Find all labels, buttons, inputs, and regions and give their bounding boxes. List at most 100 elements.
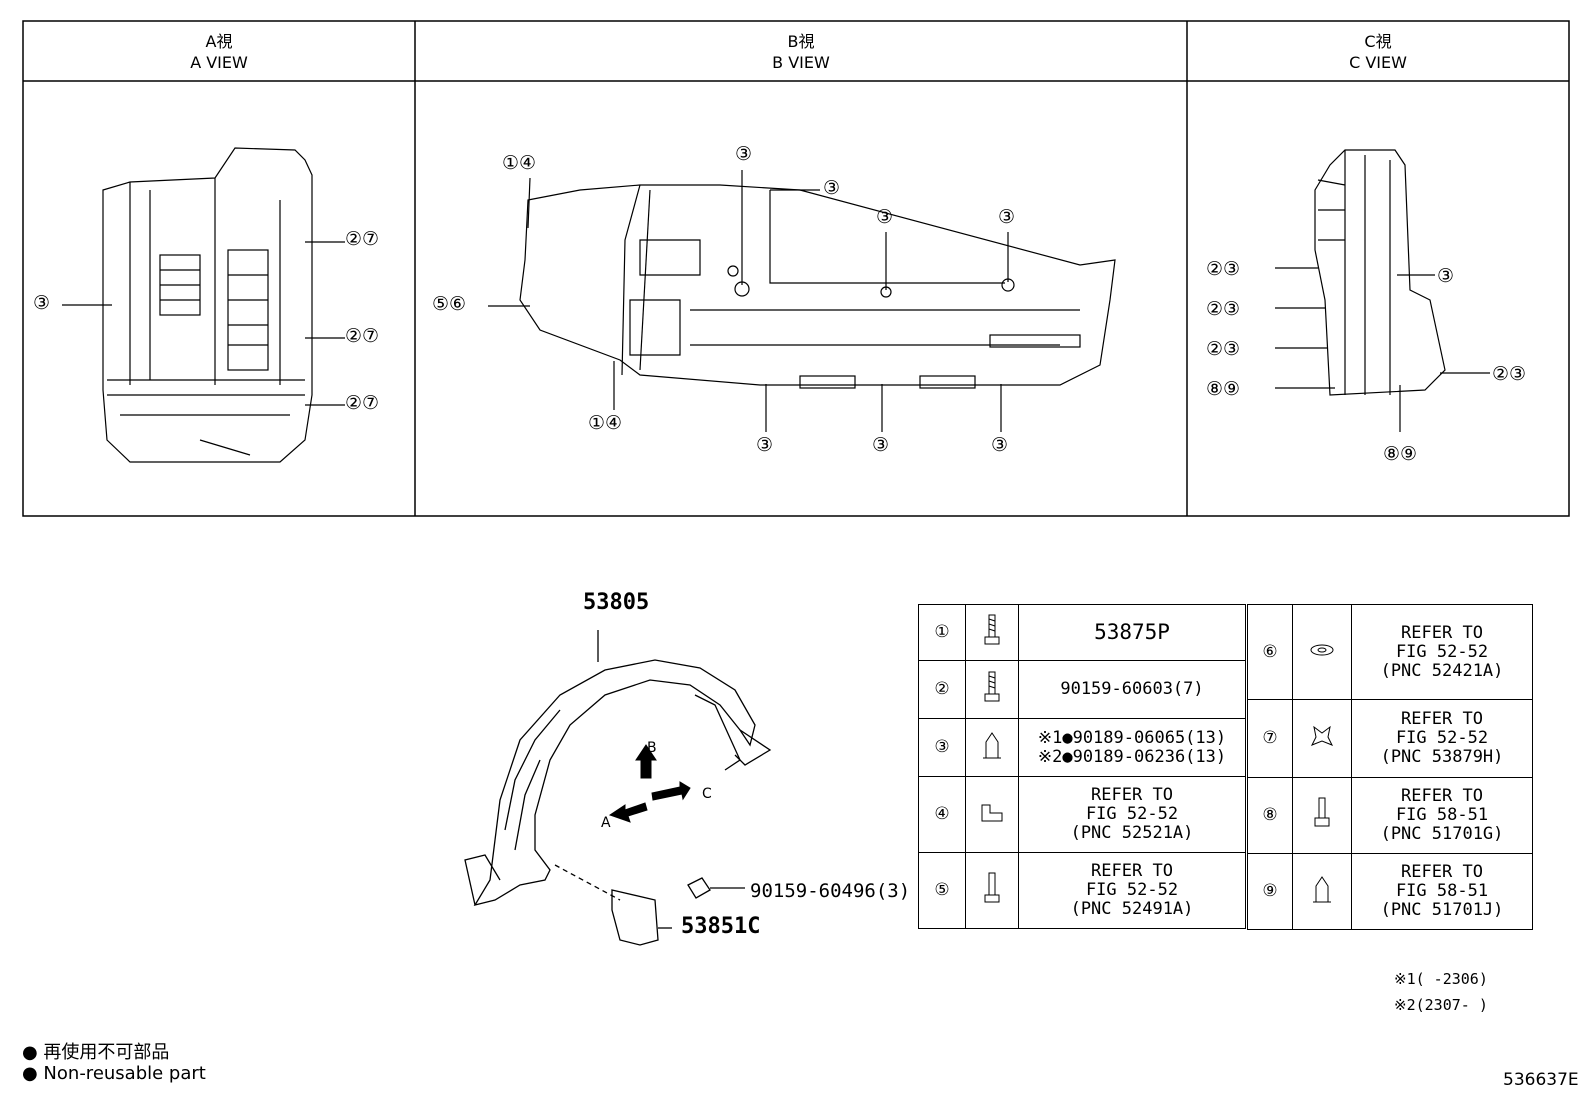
callout-b-3: ③	[735, 143, 753, 165]
arrow-label-a: A	[601, 815, 611, 831]
legend-row: ③ ※1●90189-06065(13)※2●90189-06236(13)	[918, 718, 1246, 777]
part-number-screw: 90159-60496(3)	[750, 880, 911, 902]
legend-line: FIG 52-52	[1085, 804, 1179, 824]
legend-row: ② 90159-60603(7)	[918, 660, 1246, 719]
legend-line: 53875P	[1094, 620, 1170, 644]
screw-icon	[965, 852, 1019, 929]
a-view-label-jp: A視	[205, 32, 233, 51]
callout-b-3: ③	[998, 206, 1016, 228]
legend-line: ※1●90189-06065(13)	[1037, 727, 1227, 748]
b-view-label-jp: B視	[787, 32, 815, 51]
legend-line: REFER TO	[1401, 862, 1483, 882]
c-view-label-jp: C視	[1364, 32, 1392, 51]
fastener-legend-left: ① 53875P ② 90159-60603(7) ③ ※1●90189-060…	[918, 604, 1246, 929]
b-view-header: B視 B VIEW	[415, 31, 1187, 73]
clip-icon	[965, 776, 1019, 853]
legend-number: ⑦	[1247, 699, 1293, 778]
legend-line: (PNC 53879H)	[1380, 747, 1504, 767]
legend-line: ※2●90189-06236(13)	[1037, 746, 1227, 767]
arrow-label-c: C	[702, 786, 712, 802]
legend-desc: ※1●90189-06065(13)※2●90189-06236(13)	[1018, 718, 1246, 777]
c-view-header: C視 C VIEW	[1187, 31, 1569, 73]
legend-line: (PNC 51701J)	[1380, 900, 1504, 920]
legend-line: (PNC 52521A)	[1070, 823, 1194, 843]
legend-number: ②	[918, 660, 966, 719]
note-1: ※1( -2306)	[1394, 970, 1488, 988]
legend-number: ⑨	[1247, 853, 1293, 930]
footer-legend-en: ● Non-reusable part	[22, 1063, 206, 1084]
callout-c-2-3: ②③	[1206, 338, 1241, 360]
legend-number: ③	[918, 718, 966, 777]
legend-line: FIG 52-52	[1395, 641, 1489, 662]
callout-b-5-6: ⑤⑥	[432, 293, 467, 315]
callout-a-2-7: ②⑦	[345, 325, 380, 347]
views-frame	[22, 20, 1570, 517]
screw-icon	[965, 660, 1019, 719]
legend-line: REFER TO	[1401, 709, 1483, 729]
callout-c-8-9: ⑧⑨	[1206, 378, 1241, 400]
c-view-drawing	[1275, 149, 1490, 432]
callout-a-3: ③	[33, 292, 51, 314]
a-view-drawing	[62, 147, 345, 463]
bolt-icon	[1292, 777, 1352, 854]
legend-line: (PNC 51701G)	[1380, 824, 1504, 844]
legend-line: (PNC 52491A)	[1070, 899, 1194, 919]
b-view-label-en: B VIEW	[772, 53, 830, 72]
note-2: ※2(2307- )	[1394, 996, 1488, 1014]
c-view-label-en: C VIEW	[1349, 53, 1407, 72]
legend-row: ① 53875P	[918, 604, 1246, 661]
legend-line: REFER TO	[1091, 861, 1173, 881]
legend-line: (PNC 52421A)	[1380, 660, 1504, 681]
callout-b-1-4: ①④	[588, 412, 623, 434]
legend-desc: 53875P	[1018, 604, 1246, 661]
callout-a-2-7: ②⑦	[345, 228, 380, 250]
callout-a-2-7: ②⑦	[345, 392, 380, 414]
washer-icon	[1292, 604, 1352, 700]
legend-number: ⑥	[1247, 604, 1293, 700]
legend-number: ⑤	[918, 852, 966, 929]
legend-line: 90159-60603(7)	[1060, 679, 1204, 699]
legend-line: REFER TO	[1401, 786, 1483, 806]
nut-icon	[965, 718, 1019, 777]
legend-line: REFER TO	[1401, 622, 1483, 643]
callout-b-3: ③	[823, 177, 841, 199]
a-view-header: A視 A VIEW	[23, 31, 415, 73]
callout-b-3: ③	[876, 206, 894, 228]
figure-code: 536637E	[1503, 1070, 1579, 1090]
callout-b-3: ③	[991, 434, 1009, 456]
callout-b-1-4: ①④	[502, 152, 537, 174]
screw-icon	[965, 604, 1019, 661]
callout-b-3: ③	[872, 434, 890, 456]
callout-b-3: ③	[756, 434, 774, 456]
b-view-drawing	[488, 170, 1116, 432]
legend-line: FIG 58-51	[1395, 881, 1489, 901]
legend-number: ④	[918, 776, 966, 853]
callout-c-2-3: ②③	[1492, 363, 1527, 385]
legend-number: ⑧	[1247, 777, 1293, 854]
callout-c-3: ③	[1437, 265, 1455, 287]
a-view-label-en: A VIEW	[190, 53, 248, 72]
liner-drawing	[464, 630, 772, 946]
legend-line: FIG 52-52	[1395, 728, 1489, 748]
legend-desc: 90159-60603(7)	[1018, 660, 1246, 719]
callout-c-8-9: ⑧⑨	[1383, 443, 1418, 465]
footer-legend-jp: ● 再使用不可部品	[22, 1042, 170, 1063]
legend-line: FIG 58-51	[1395, 805, 1489, 825]
nut-icon	[1292, 853, 1352, 930]
part-number-liner: 53805	[583, 590, 650, 615]
clip-icon	[1292, 699, 1352, 778]
arrow-label-b: B	[647, 740, 657, 756]
